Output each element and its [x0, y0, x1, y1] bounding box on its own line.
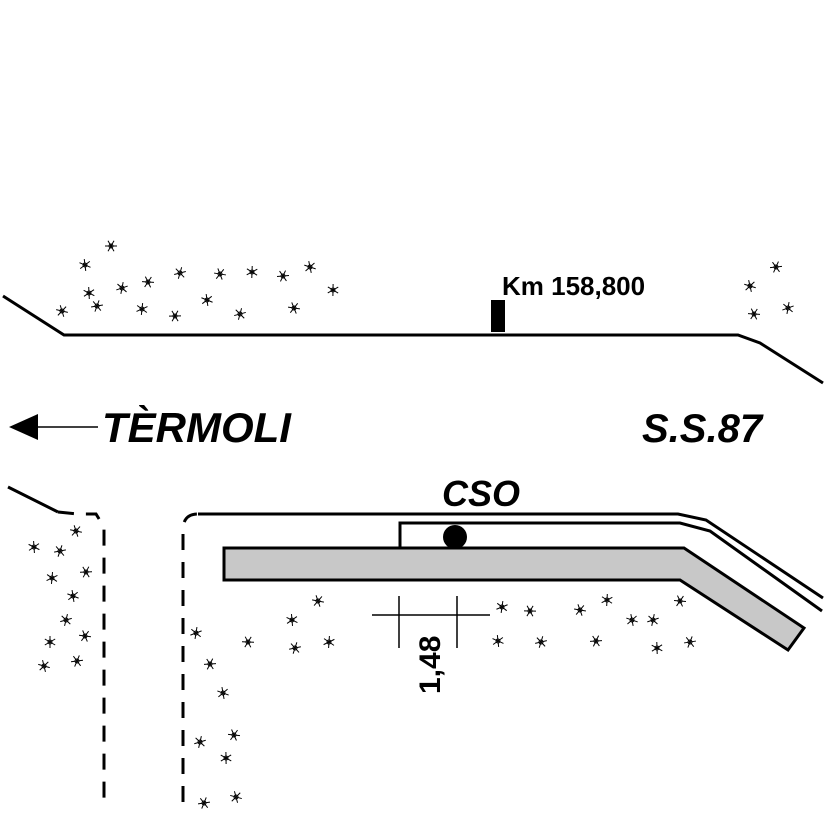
shrub-icon: [69, 653, 85, 669]
shrub-icon: [192, 734, 208, 750]
shrub-icon: [58, 612, 74, 628]
shrub-icon: [69, 525, 83, 538]
shrub-icon: [227, 729, 240, 741]
shrub-icon: [244, 264, 260, 279]
shrub-icon: [284, 613, 299, 627]
shrub-icon: [287, 640, 303, 656]
shrub-icon: [218, 751, 234, 766]
shrub-icon: [52, 543, 68, 559]
shrub-icon: [77, 258, 92, 272]
distance-label: 1,48: [414, 636, 447, 694]
shrub-icon: [682, 634, 698, 650]
shrub-icon: [44, 570, 60, 585]
shrub-icon: [287, 302, 300, 314]
lower-left-road-edge: [8, 487, 58, 512]
shrub-icon: [645, 612, 661, 628]
km-marker-label: Km 158,800: [502, 271, 645, 301]
shrub-icon: [743, 279, 758, 292]
shrub-icon: [78, 630, 91, 642]
shrub-icon: [213, 268, 226, 280]
shrub-icon: [649, 641, 664, 656]
shrub-icon: [524, 606, 536, 617]
shrub-icon: [37, 659, 51, 672]
shrub-icon: [242, 637, 254, 648]
shrub-icon: [311, 595, 325, 607]
shrub-icon: [196, 795, 212, 811]
km-marker-post: [491, 300, 505, 332]
station-point-icon: [443, 525, 467, 549]
shrub-icon: [625, 613, 640, 627]
shrub-icon: [229, 790, 243, 803]
shrub-icon: [232, 306, 248, 322]
direction-label: TÈRMOLI: [102, 404, 292, 451]
shrub-icon: [748, 308, 761, 319]
shrub-icon: [114, 280, 130, 296]
shrub-icon: [199, 293, 214, 307]
shrub-icon: [321, 634, 337, 649]
station-label: CSO: [442, 473, 520, 514]
shrub-icon: [172, 265, 188, 281]
shrub-icon: [494, 599, 510, 615]
shrub-icon: [599, 592, 615, 607]
road-label: S.S.87: [642, 407, 764, 451]
shrub-icon: [105, 241, 117, 251]
lower-left-dashed-edge: [58, 512, 104, 802]
shrub-icon: [674, 595, 687, 606]
shrub-icon: [573, 604, 587, 616]
shrub-icon: [81, 286, 96, 301]
shrub-icon: [588, 633, 603, 649]
shrub-icon: [167, 308, 182, 324]
shrub-icon: [66, 589, 81, 603]
shrub-icon: [325, 282, 341, 297]
shrub-icon: [26, 540, 41, 555]
shrub-icon: [780, 300, 796, 316]
vegetation: [26, 241, 796, 811]
shrub-icon: [202, 656, 217, 672]
arrow-left-icon: [9, 414, 98, 440]
shrub-icon: [216, 686, 231, 700]
shrub-icon: [78, 564, 93, 580]
sidewalk: [224, 548, 804, 650]
upper-road-edge: [3, 296, 823, 383]
side-street-dashed-edge: [183, 514, 198, 802]
shrub-icon: [142, 276, 155, 287]
shrub-icon: [134, 301, 150, 316]
shrub-icon: [188, 625, 204, 641]
shrub-icon: [768, 259, 783, 275]
shrub-icon: [89, 298, 105, 314]
shrub-icon: [533, 634, 549, 650]
shrub-icon: [303, 260, 318, 274]
shrub-icon: [55, 305, 69, 318]
shrub-icon: [275, 268, 290, 284]
shrub-icon: [490, 634, 505, 648]
shrub-icon: [42, 634, 58, 649]
